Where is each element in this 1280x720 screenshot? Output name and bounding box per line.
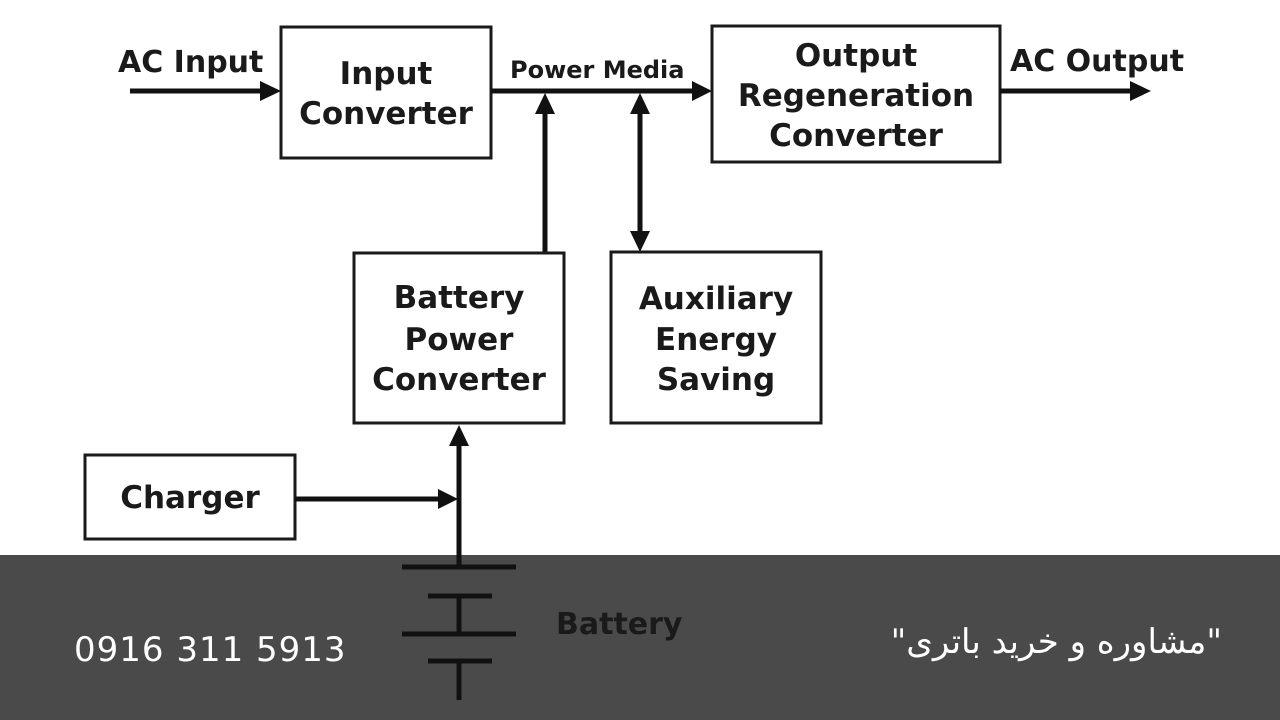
auxiliary-energy-saving-box xyxy=(609,250,823,425)
auxiliary-energy-saving-line-1: Auxiliary xyxy=(639,281,793,317)
ac-output-label: AC Output xyxy=(1010,44,1184,79)
auxiliary-energy-saving-line-2: Energy xyxy=(655,322,777,358)
charger-box xyxy=(83,453,297,541)
footer-bar xyxy=(0,555,1280,720)
output-regeneration-line-2: Regeneration xyxy=(738,78,974,114)
battery-power-converter-box xyxy=(352,251,566,425)
input-converter-line-2: Converter xyxy=(299,96,473,132)
footer-caption: "مشاوره و خرید باتری" xyxy=(890,622,1222,662)
input-converter-line-1: Input xyxy=(340,56,433,92)
battery-power-converter-line-2: Power xyxy=(405,322,515,358)
phone-number: 0916 311 5913 xyxy=(74,630,347,670)
auxiliary-energy-saving-line-3: Saving xyxy=(657,362,775,398)
ac-output-arrowhead xyxy=(1130,81,1151,101)
battery-power-converter-line-1: Battery xyxy=(394,280,525,316)
output-regeneration-line-3: Converter xyxy=(769,118,943,154)
output-regeneration-box xyxy=(710,24,1002,164)
power-media-arrowhead xyxy=(692,81,712,101)
power-media-label: Power Media xyxy=(510,56,684,84)
input-converter-box xyxy=(279,25,493,160)
output-regeneration-line-1: Output xyxy=(795,38,918,74)
ac-input-label: AC Input xyxy=(118,45,263,80)
auxiliary-up-arrowhead xyxy=(630,93,650,114)
auxiliary-down-arrowhead xyxy=(630,231,650,252)
battery-rail-arrowhead xyxy=(449,425,469,446)
battery-label: Battery xyxy=(556,607,683,642)
battery-power-converter-line-3: Converter xyxy=(372,362,546,398)
ac-input-arrowhead xyxy=(260,81,281,101)
charger-label: Charger xyxy=(120,480,260,516)
charger-to-rail-arrowhead xyxy=(438,489,458,509)
battery-converter-to-bus-arrowhead xyxy=(535,93,555,114)
